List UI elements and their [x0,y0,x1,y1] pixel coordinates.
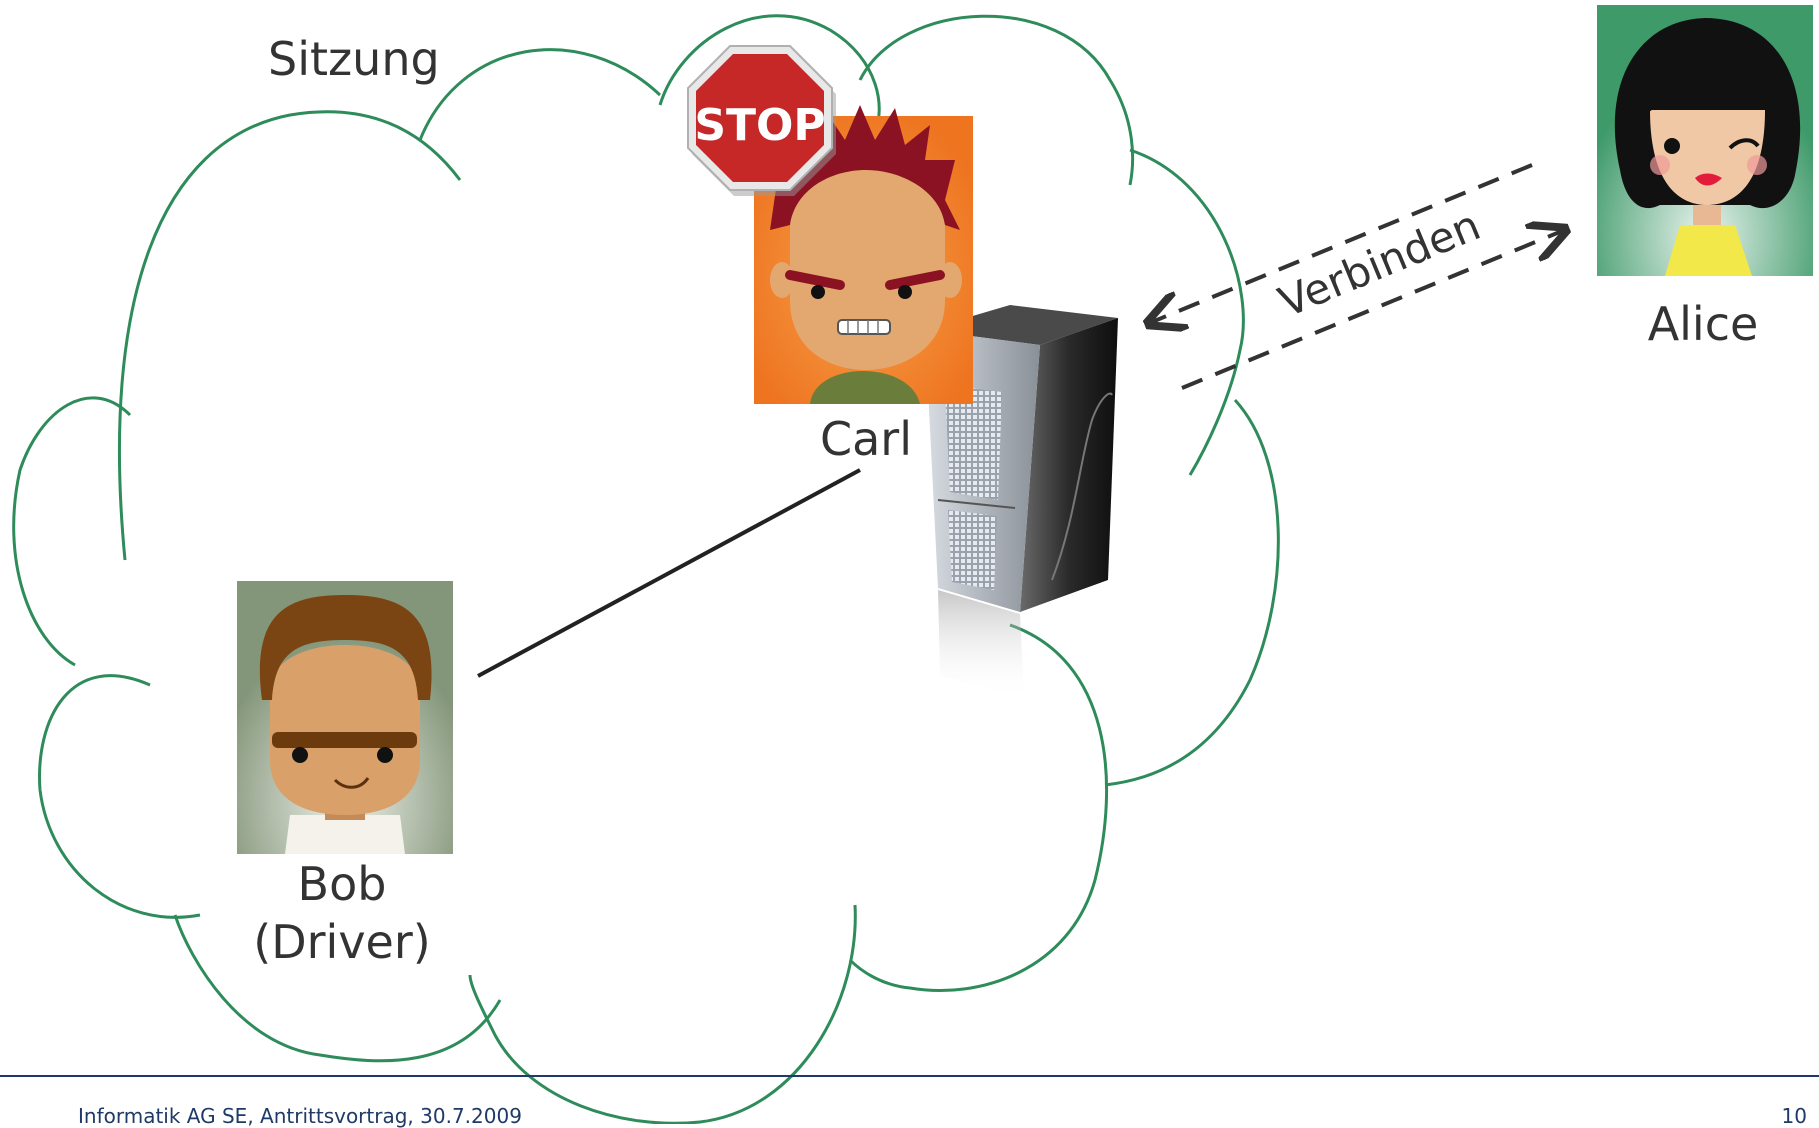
page-number: 10 [1781,1104,1807,1128]
connect-arrow-to-server [1152,163,1533,322]
bob-carl-connection [477,468,861,678]
carl-label: Carl [820,412,912,466]
server-tower-icon [925,305,1118,700]
carl-avatar [754,105,973,404]
connect-arrow-to-alice [1181,231,1562,390]
footer-text: Informatik AG SE, Antrittsvortrag, 30.7.… [78,1104,522,1128]
session-cloud [12,14,1280,1124]
alice-label: Alice [1648,297,1759,351]
alice-avatar [1597,5,1813,276]
stop-sign-icon [687,45,836,196]
bob-label-line2: (Driver) [253,915,430,969]
session-label: Sitzung [268,32,440,86]
stop-sign-text: STOP [694,100,825,151]
bob-avatar [237,581,453,854]
connect-label: Verbinden [1272,200,1487,327]
bob-label-line1: Bob [298,857,387,911]
